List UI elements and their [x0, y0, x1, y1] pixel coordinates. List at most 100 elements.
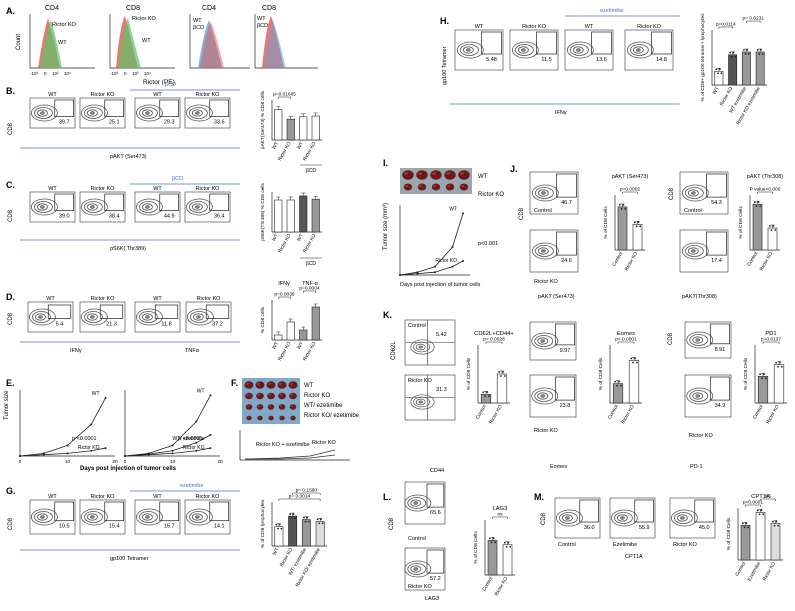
significance-bracket [745, 504, 761, 507]
tick-label: 10³ [52, 71, 59, 76]
data-point [307, 520, 310, 523]
data-point [90, 423, 93, 426]
gate-percentage: 65.6 [430, 510, 441, 516]
data-point [772, 225, 775, 227]
flow-plot: WT5.4 [27, 296, 74, 333]
p-value: p= 0.6231 [743, 16, 765, 22]
y-axis-label: % of CD8 Cells [473, 531, 479, 564]
data-point [635, 361, 638, 364]
p-value: p <0.0001 [178, 436, 203, 442]
x-tick-label: 10 [65, 459, 71, 465]
data-point [434, 271, 436, 274]
axis-label: Eomes [550, 464, 567, 470]
panel-letter: F. [231, 378, 238, 388]
legend-label: Rictor KO [304, 393, 330, 399]
data-point [732, 51, 735, 54]
p-value: NS [765, 494, 772, 500]
gate-percentage: 14.8 [656, 57, 667, 63]
flow-plot: 54.3 [679, 171, 729, 215]
data-point [758, 53, 761, 55]
gate-percentage: 23.8 [560, 403, 571, 409]
y-axis-label: % of CD8 lymphocytes [260, 499, 266, 548]
bar [315, 521, 325, 547]
significance-bracket [492, 516, 508, 519]
significance-bracket [622, 191, 638, 194]
x-tick-label: WT [296, 233, 305, 243]
data-point [171, 449, 174, 452]
bar [274, 109, 283, 141]
gate [556, 231, 577, 256]
bar [755, 512, 766, 561]
bar [740, 525, 751, 561]
data-point [416, 272, 419, 275]
panel-letter: B. [6, 86, 15, 96]
data-point [434, 265, 436, 268]
bar [288, 515, 298, 547]
significance-bracket [746, 20, 761, 23]
plot-label: Control [408, 323, 426, 329]
hist-xlabel: Rictor (PE) [143, 79, 175, 86]
plot-label: Rictor KO [689, 433, 714, 439]
flow-plot: 17.4 [679, 229, 729, 273]
bar [286, 199, 295, 233]
data-point [747, 53, 750, 55]
y-axis-label: % of CD8 Cells [603, 206, 609, 239]
flow-plot: 57.2 [404, 547, 446, 591]
bar [628, 360, 640, 404]
p-value: P value<0.000 [750, 187, 781, 193]
plot-label: WT [153, 494, 162, 500]
gate [54, 501, 74, 522]
tumor [459, 183, 469, 191]
p-value: p=0.0137 [761, 337, 781, 343]
tumor [416, 170, 428, 180]
data-point [630, 357, 633, 360]
y-axis-label: % CD8 cells [260, 306, 266, 333]
bar [632, 224, 643, 251]
p-value: p<0.001 [478, 241, 498, 247]
gate [159, 99, 179, 117]
axis-label: LAG3 [425, 596, 439, 602]
axis-label: Tumor size (mm³) [383, 203, 389, 250]
tick-label: -10³ [30, 71, 39, 76]
axis-label: pAKT (Ser473) [110, 154, 147, 160]
tick-label: 0 [124, 71, 127, 76]
series-label: WT/ ezetimibe [173, 436, 205, 442]
significance-bracket [762, 341, 780, 344]
data-point [635, 225, 638, 228]
data-point [304, 520, 307, 523]
data-point [507, 541, 510, 544]
x-tick-label: Control [481, 576, 494, 592]
y-axis-label: % of CD8+ gp100 tetramer+ lymphocytes [700, 13, 706, 102]
plot-frame [454, 29, 504, 71]
data-point [622, 204, 625, 206]
panel-f: F. WT Rictor KO WT/ ezetimibe Rictor KO/… [231, 378, 360, 461]
data-point [632, 361, 634, 364]
x-tick-label: Rictor KO [488, 404, 504, 425]
series-label: Rictor KO [435, 258, 457, 264]
x-tick-label: WT [271, 233, 280, 243]
tumor [430, 170, 442, 180]
axis-label: IFNγ [70, 348, 82, 354]
tumor [431, 183, 441, 191]
tumor [246, 415, 252, 421]
gate-percentage: 33.6 [214, 120, 225, 126]
data-point [756, 509, 759, 512]
data-point [316, 518, 319, 521]
chart-title: TNF-α [302, 281, 319, 287]
gate [159, 193, 179, 211]
x-tick-label: WT [296, 141, 305, 151]
gate-percentage: 29.3 [164, 120, 175, 126]
gate-percentage: 21.3 [106, 322, 117, 328]
data-point [624, 208, 627, 210]
